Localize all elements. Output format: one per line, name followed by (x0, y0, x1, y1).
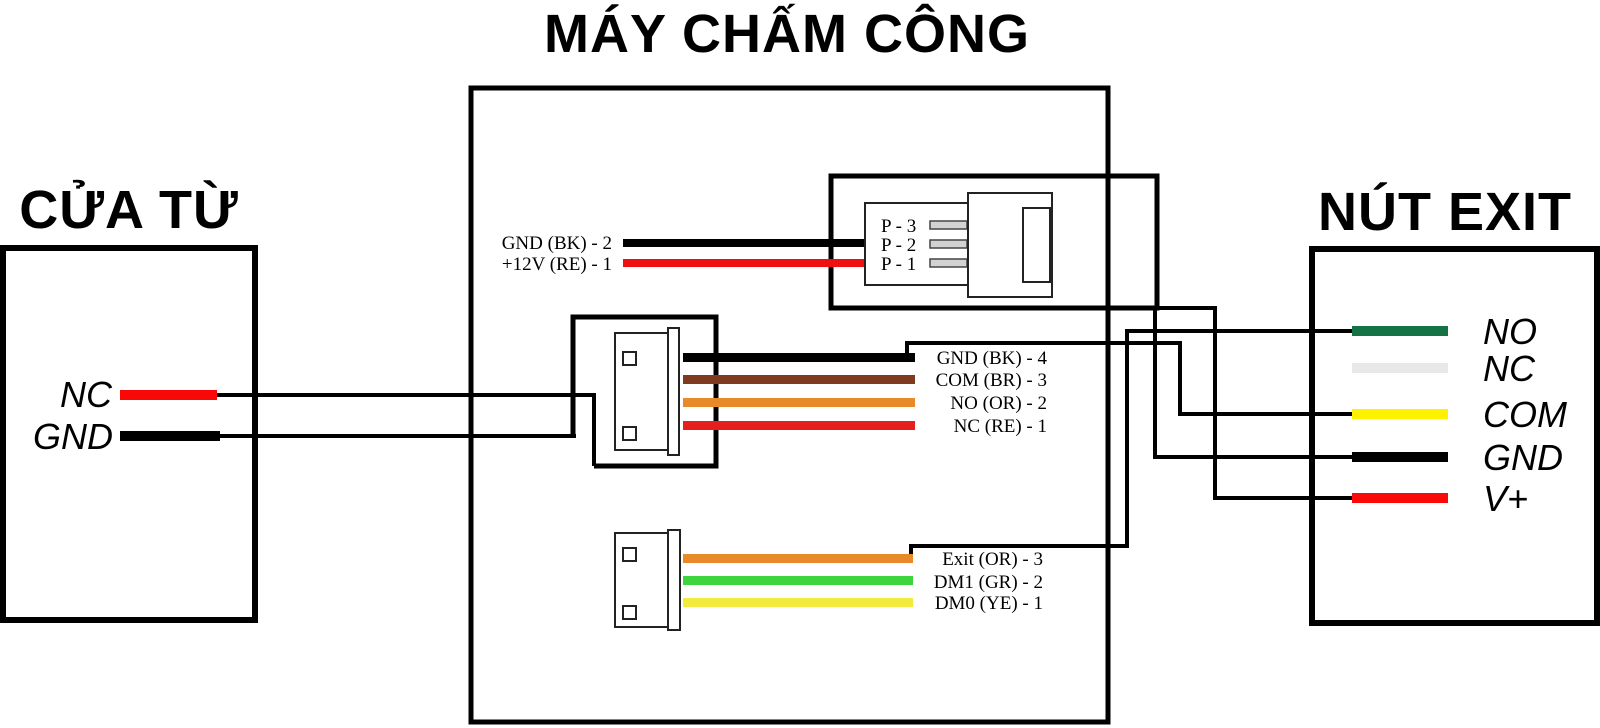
door-gnd-wire (120, 431, 220, 441)
exit-connector-group: Exit (OR) - 3 DM1 (GR) - 2 DM0 (YE) - 1 (614, 529, 1043, 631)
lock-no-wire (683, 398, 915, 407)
door-contact-title: CỬA TỪ (19, 180, 239, 240)
button-gnd-label: GND (1483, 437, 1563, 478)
exit-button-title: NÚT EXIT (1318, 182, 1572, 242)
exit-housing-slot-bottom (622, 605, 637, 620)
lock-com-wire (683, 375, 915, 384)
wire-power-to-gnd (1153, 306, 1353, 459)
exit-housing-slot-top (622, 547, 637, 562)
exit-dm1-wire (683, 576, 913, 585)
power-gnd-wire (623, 239, 865, 247)
exit-header-bar (667, 529, 681, 631)
power-plug-latch (1022, 207, 1051, 283)
button-gnd-wire (1352, 452, 1448, 462)
lock-housing-slot-top (622, 351, 637, 366)
power-12v-wire (623, 259, 865, 267)
lock-nc-label: NC (RE) - 1 (954, 416, 1047, 437)
power-pin3 (929, 220, 968, 230)
lock-header-bar (667, 327, 680, 456)
door-nc-wire (120, 390, 217, 400)
connection-wires (217, 306, 1353, 557)
lock-gnd-wire (683, 353, 915, 362)
lock-gnd-label: GND (BK) - 4 (937, 348, 1048, 369)
door-gnd-label: GND (33, 416, 113, 457)
button-com-label: COM (1483, 394, 1567, 435)
wire-door-nc-to-machine (217, 393, 596, 466)
button-nc-wire (1352, 363, 1448, 373)
wire-gnd4-to-com (905, 341, 1353, 416)
button-vplus-wire (1352, 493, 1448, 503)
power-connector-group: GND (BK) - 2 +12V (RE) - 1 P - 3 P - 2 P… (502, 173, 1160, 311)
button-vplus-label: V+ (1483, 478, 1528, 519)
button-no-wire (1352, 326, 1448, 336)
door-nc-label: NC (60, 374, 113, 415)
button-com-wire (1352, 409, 1448, 419)
machine-title: MÁY CHẤM CÔNG (544, 3, 1030, 64)
exit-dm0-label: DM0 (YE) - 1 (935, 593, 1043, 614)
power-pin2-label: P - 2 (881, 235, 916, 256)
door-contact-group: NC GND (33, 374, 220, 457)
power-pin2 (929, 239, 968, 249)
button-no-label: NO (1483, 311, 1537, 352)
exit-dm0-wire (683, 598, 913, 607)
lock-connector-outline (570, 314, 719, 469)
button-nc-label: NC (1483, 348, 1536, 389)
exit-exit-wire (683, 554, 913, 563)
power-pin1-label: P - 1 (881, 254, 916, 275)
lock-housing-slot-bottom (622, 426, 637, 441)
power-12v-label: +12V (RE) - 1 (502, 254, 612, 275)
wire-exit-to-no (909, 329, 1353, 557)
exit-button-group: NO NC COM GND V+ (1352, 311, 1567, 519)
lock-connector-group: GND (BK) - 4 COM (BR) - 3 NO (OR) - 2 NC… (570, 314, 1048, 469)
power-gnd-label: GND (BK) - 2 (502, 233, 612, 254)
lock-no-label: NO (OR) - 2 (950, 393, 1047, 414)
lock-com-label: COM (BR) - 3 (936, 370, 1047, 391)
lock-nc-wire (683, 421, 915, 430)
exit-button-box (1309, 246, 1600, 626)
exit-dm1-label: DM1 (GR) - 2 (934, 572, 1043, 593)
exit-exit-label: Exit (OR) - 3 (942, 549, 1043, 570)
wire-power-to-vplus (1157, 306, 1353, 500)
power-pin3-label: P - 3 (881, 216, 916, 237)
power-pin1 (929, 258, 968, 268)
